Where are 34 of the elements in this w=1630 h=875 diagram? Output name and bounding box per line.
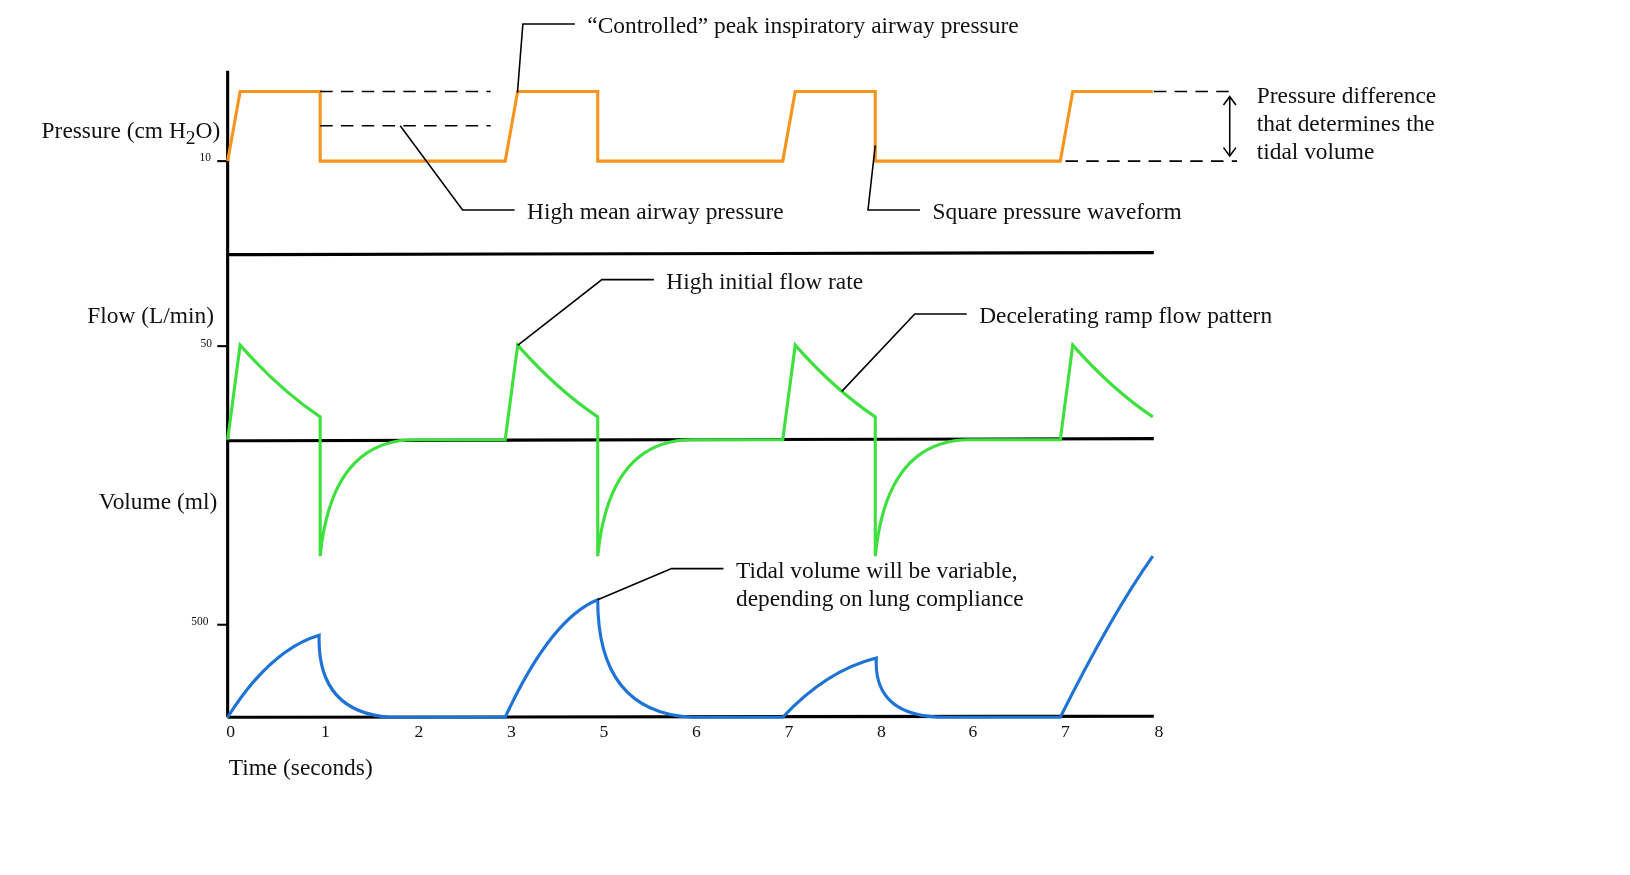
volume-waveform [226, 555, 1155, 719]
axis-title: Time (seconds) [228, 753, 373, 782]
leader-line [596, 567, 725, 601]
tick-label: 500 [191, 614, 209, 627]
tick-label: 3 [506, 721, 517, 743]
tick-label: 2 [413, 721, 425, 743]
annotation-text: High mean airway pressure [527, 197, 784, 226]
tick-label: 8 [1153, 721, 1165, 743]
annotation-text: High initial flow rate [666, 267, 864, 296]
flow-waveform [226, 343, 1154, 558]
leader-line [867, 144, 921, 211]
leader-line [516, 278, 655, 347]
annotation-text: Square pressure waveform [932, 197, 1182, 226]
axis-title: Flow (L/min) [87, 301, 214, 330]
annotation-text: Tidal volume will be variable, depending on lung compliance [735, 556, 1048, 613]
leader-line [516, 23, 576, 94]
pressure-waveform [226, 89, 1153, 163]
tick-label: 50 [200, 336, 213, 350]
tick-label: 5 [598, 721, 610, 743]
tick-label: 7 [1060, 721, 1071, 743]
leader-line [399, 125, 516, 211]
axis-title: Pressure (cm H$_{2}$O) [41, 116, 221, 151]
tick-label: 6 [967, 721, 979, 743]
annotation-text: “Controlled” peak inspiratory airway pressure [587, 11, 1019, 40]
leader-line [841, 313, 968, 393]
axis-title: Volume (ml) [98, 487, 218, 516]
annotation-text: Decelerating ramp flow pattern [979, 301, 1273, 330]
tick-label: 10 [199, 150, 211, 164]
tick-label: 0 [225, 721, 237, 743]
annotation-text: Pressure difference that determines the tidal volume [1256, 81, 1455, 166]
tick-label: 8 [876, 721, 887, 743]
tick-label: 1 [319, 721, 331, 743]
tick-label: 6 [691, 721, 702, 743]
tick-label: 7 [783, 721, 795, 743]
